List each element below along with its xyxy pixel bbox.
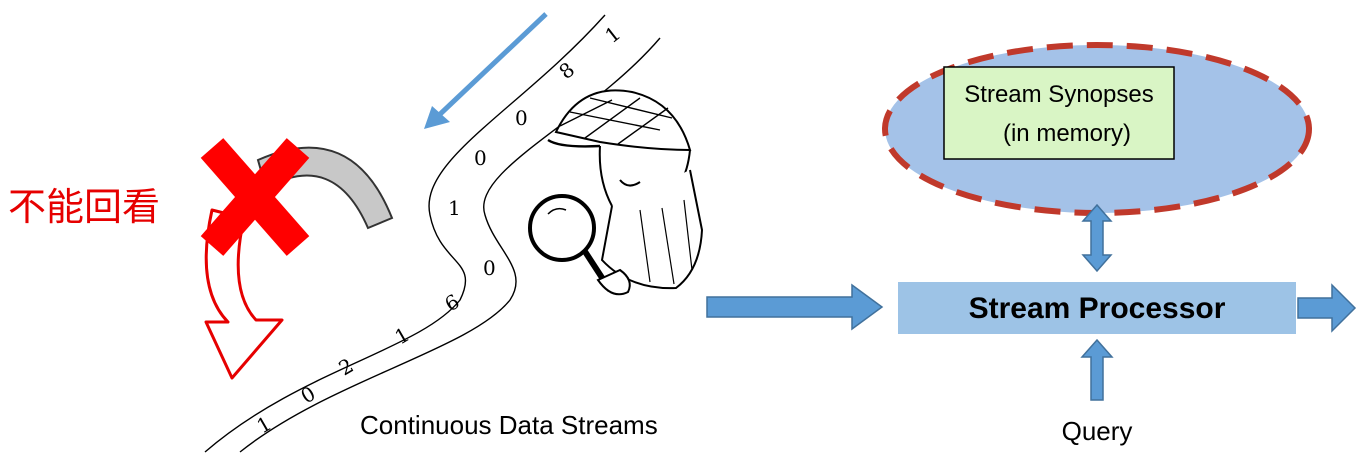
stream-digit: 0 [483, 256, 496, 280]
stream-edge-outer [204, 14, 606, 453]
stream-to-processor-arrow [706, 283, 884, 331]
stream-digit: 0 [515, 106, 528, 130]
detective-with-magnifier-icon [528, 89, 704, 296]
stream-caption: Continuous Data Streams [360, 410, 658, 440]
output-arrow [1297, 283, 1357, 333]
stream-digit: 1 [600, 21, 625, 48]
no-look-back-label: 不能回看 [8, 185, 160, 229]
stream-digit: 8 [554, 57, 579, 84]
no-look-back-group: 不能回看 [8, 138, 394, 380]
query-arrow [1080, 338, 1114, 401]
stream-digit: 1 [448, 196, 461, 220]
data-stream-band [204, 14, 661, 453]
stream-edge-inner [239, 37, 661, 453]
stream-incoming-arrow [424, 12, 548, 129]
stream-digit: 1 [253, 411, 276, 438]
query-label: Query [1062, 416, 1133, 446]
stream-digit: 0 [474, 146, 487, 170]
synopses-line2: (in memory) [1003, 120, 1131, 147]
stream-synopses-store: Stream Synopses (in memory) [882, 42, 1312, 216]
red-cross-icon [200, 138, 310, 256]
stream-processor-label: Stream Processor [969, 292, 1226, 325]
synopses-processor-double-arrow [1081, 203, 1113, 273]
stream-processor-box: Stream Processor [898, 282, 1296, 334]
synopses-box [943, 66, 1175, 160]
stream-digit: 2 [335, 353, 358, 380]
synopses-line1: Stream Synopses [964, 81, 1153, 108]
stream-digit: 6 [441, 289, 464, 316]
